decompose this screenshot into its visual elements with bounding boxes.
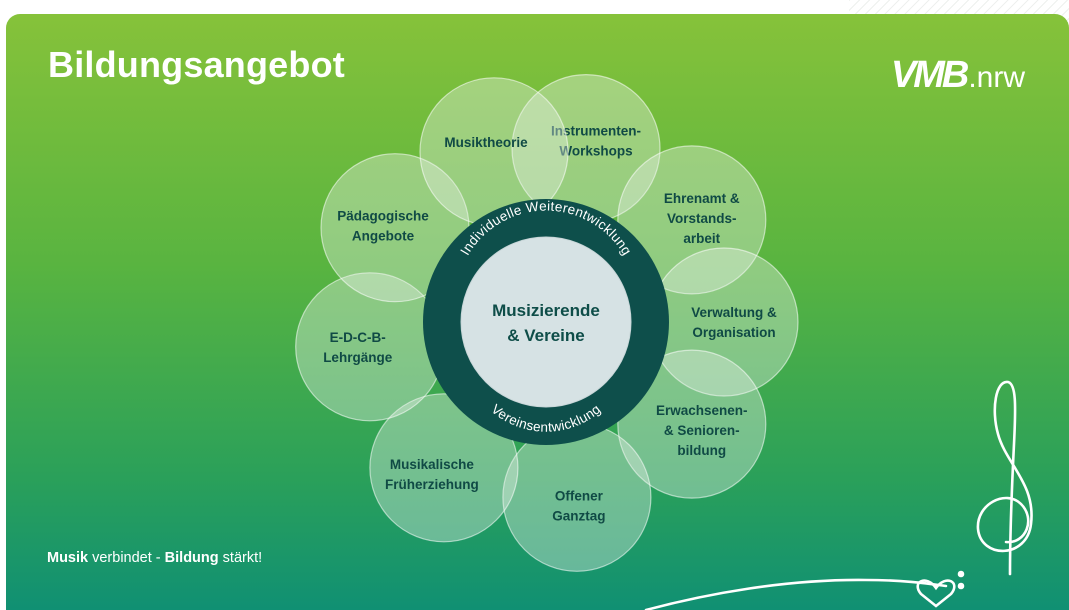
center-label-line1: Musizierende [492,301,600,320]
petal-label-erwachsenen: bildung [677,443,726,458]
petal-label-verwaltung: Verwaltung & [691,305,777,320]
petal-label-lehrgaenge: Lehrgänge [323,350,393,365]
petal-erwachsenen [617,349,767,499]
petal-label-ehrenamt: Vorstands- [667,211,737,226]
logo-suffix: .nrw [968,61,1025,94]
petal-label-instrumenten-workshops: Instrumenten- [551,124,641,139]
tagline-word-bildung: Bildung [164,550,219,566]
petal-label-offener-ganztag: Offener [555,488,604,503]
petal-ehrenamt [617,145,767,295]
petal-label-instrumenten-workshops: Workshops [559,144,632,159]
center-label-line2: & Vereine [507,326,585,345]
petal-label-verwaltung: Organisation [692,325,775,340]
petal-label-frueherziehung: Früherziehung [385,477,479,492]
treble-clef-icon [644,380,1033,610]
petal-label-paedagogische: Angebote [352,229,415,244]
petal-label-frueherziehung: Musikalische [390,457,475,472]
petal-label-erwachsenen: Erwachsenen- [656,403,748,418]
petal-label-erwachsenen: & Senioren- [664,423,740,438]
petal-frueherziehung [369,393,519,543]
slide: Bildungsangebot VMB .nrw Instrumenten- Wo… [6,14,1069,610]
petal-label-lehrgaenge: E-D-C-B- [330,330,386,345]
page-title: Bildungsangebot [48,44,345,85]
tagline-word-musik: Musik [47,550,89,566]
tagline-mid: verbindet - [88,550,165,566]
tagline-end: stärkt! [218,550,263,566]
vmb-logo: VMB .nrw [891,54,1025,97]
heart-notes-icon [916,570,965,608]
tagline: Musik verbindet - Bildung stärkt! [47,550,262,566]
petal-label-paedagogische: Pädagogische [337,209,429,224]
center-ring [423,199,669,445]
petal-label-ehrenamt: arbeit [683,231,720,246]
petal-label-ehrenamt: Ehrenamt & [664,191,740,206]
petal-label-musiktheorie: Musiktheorie [444,135,528,150]
petal-label-offener-ganztag: Ganztag [552,508,605,523]
logo-mark: VMB [890,54,969,96]
